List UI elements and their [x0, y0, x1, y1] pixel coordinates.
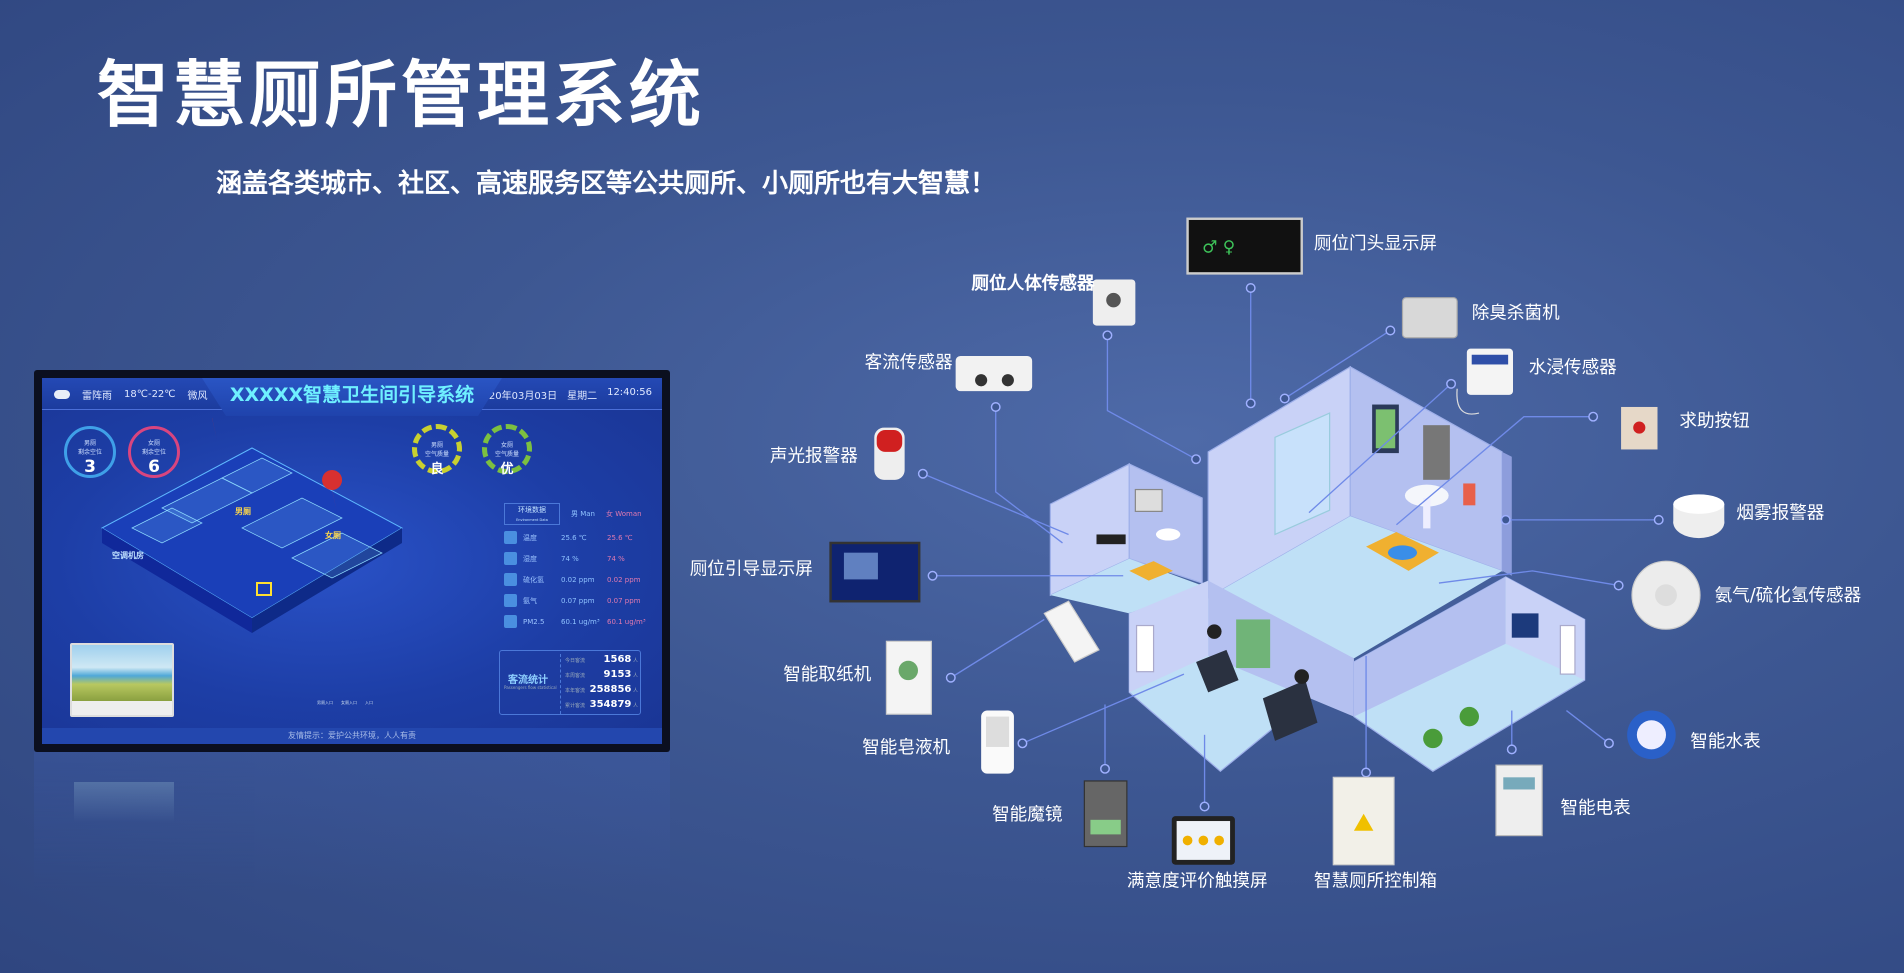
label-smoke-alarm: 烟雾报警器 — [1736, 504, 1824, 524]
page-subtitle: 涵盖各类城市、社区、高速服务区等公共厕所、小厕所也有大智慧！ — [216, 169, 997, 199]
stats-title: 客流统计 — [508, 675, 548, 686]
door-display-icon: ♂ ♀ — [1186, 217, 1303, 275]
label-paper-machine: 智能取纸机 — [783, 665, 871, 685]
label-gas-sensor: 氨气/硫化氢传感器 — [1715, 586, 1862, 606]
env-title-en: Environment Data — [516, 518, 548, 522]
deodorizer-icon — [1401, 297, 1458, 339]
label-body-sensor: 厕位人体传感器 — [971, 273, 1095, 294]
power-meter-icon — [1495, 764, 1543, 837]
men-air-quality-gauge: 男厕空气质量良 — [412, 424, 462, 477]
cloud-rain-icon — [54, 390, 70, 399]
label-water-meter: 智能水表 — [1690, 732, 1760, 752]
screen-reflection — [34, 752, 670, 892]
body-sensor-icon — [1092, 279, 1136, 326]
paper-machine-icon — [885, 640, 932, 715]
connector-dots — [917, 282, 1664, 812]
floor-map — [100, 418, 404, 633]
weekday: 星期二 — [567, 391, 598, 402]
humidity-drop-icon — [504, 552, 517, 565]
stats-title-en: Passengers flow statistical — [504, 685, 557, 690]
help-button-icon — [1621, 406, 1658, 450]
map-legend: 男厕入口女厕入口入口 — [317, 700, 373, 705]
connector-lines — [922, 287, 1659, 807]
gas-sensor-icon — [1631, 560, 1701, 630]
building-illustration — [1043, 365, 1586, 773]
label-control-box: 智慧厕所控制箱 — [1314, 872, 1437, 892]
dashboard-title: XXXXX智慧卫生间引导系统 — [202, 378, 502, 416]
map-label-women: 女厕 — [325, 531, 341, 540]
env-women-header: 女 Woman — [606, 510, 642, 518]
weather-temp: 18℃-22℃ — [124, 389, 176, 400]
men-location-pin-icon — [212, 418, 217, 440]
dashboard-footer: 友情提示：爱护公共环境，人人有责 — [42, 728, 662, 744]
time: 12:40:56 — [607, 387, 652, 398]
label-deodorizer: 除臭杀菌机 — [1472, 303, 1560, 323]
map-label-ac-room: 空调机房 — [112, 551, 144, 560]
alarm-icon — [874, 427, 905, 480]
entrance-icon — [256, 582, 272, 596]
label-help-button: 求助按钮 — [1679, 411, 1749, 431]
gas-icon — [504, 573, 517, 586]
label-soap-machine: 智能皂液机 — [862, 738, 950, 758]
rating-screen-icon — [1171, 816, 1235, 865]
thermometer-icon — [504, 531, 517, 544]
map-label-men: 男厕 — [235, 507, 251, 516]
page-title: 智慧厕所管理系统 — [97, 53, 706, 137]
flow-sensor-icon — [955, 355, 1033, 392]
label-guide-display: 厕位引导显示屏 — [690, 560, 813, 580]
label-door-display: 厕位门头显示屏 — [1314, 234, 1437, 254]
water-sensor-icon — [1456, 348, 1513, 415]
women-air-quality-gauge: 女厕空气质量优 — [482, 424, 532, 477]
scenery-photo — [70, 643, 174, 717]
women-location-pin-icon — [322, 470, 343, 512]
pm25-icon — [504, 615, 517, 628]
water-meter-icon — [1627, 710, 1676, 760]
smoke-alarm-icon — [1673, 494, 1725, 539]
dashboard-screen: 雷阵雨 18℃-22℃ 微风 2020年03月03日 星期二 12:40:56 … — [34, 370, 670, 752]
label-rating-screen: 满意度评价触摸屏 — [1127, 872, 1268, 892]
label-flow-sensor: 客流传感器 — [865, 353, 953, 373]
weather-condition: 雷阵雨 — [82, 391, 112, 402]
env-title: 环境数据 — [518, 506, 546, 514]
weather-wind: 微风 — [187, 391, 208, 402]
label-magic-mirror: 智能魔镜 — [992, 805, 1062, 825]
env-men-header: 男 Man — [571, 510, 595, 518]
date: 2020年03月03日 — [476, 391, 558, 402]
label-alarm: 声光报警器 — [770, 447, 858, 467]
svg-text:♂ ♀: ♂ ♀ — [1202, 238, 1235, 258]
guide-display-icon — [829, 541, 921, 603]
magic-mirror-icon — [1083, 780, 1128, 848]
label-water-sensor: 水浸传感器 — [1529, 358, 1617, 378]
control-box-icon — [1332, 776, 1395, 866]
label-power-meter: 智能电表 — [1560, 799, 1630, 819]
soap-machine-icon — [981, 710, 1014, 774]
ammonia-icon — [504, 594, 517, 607]
